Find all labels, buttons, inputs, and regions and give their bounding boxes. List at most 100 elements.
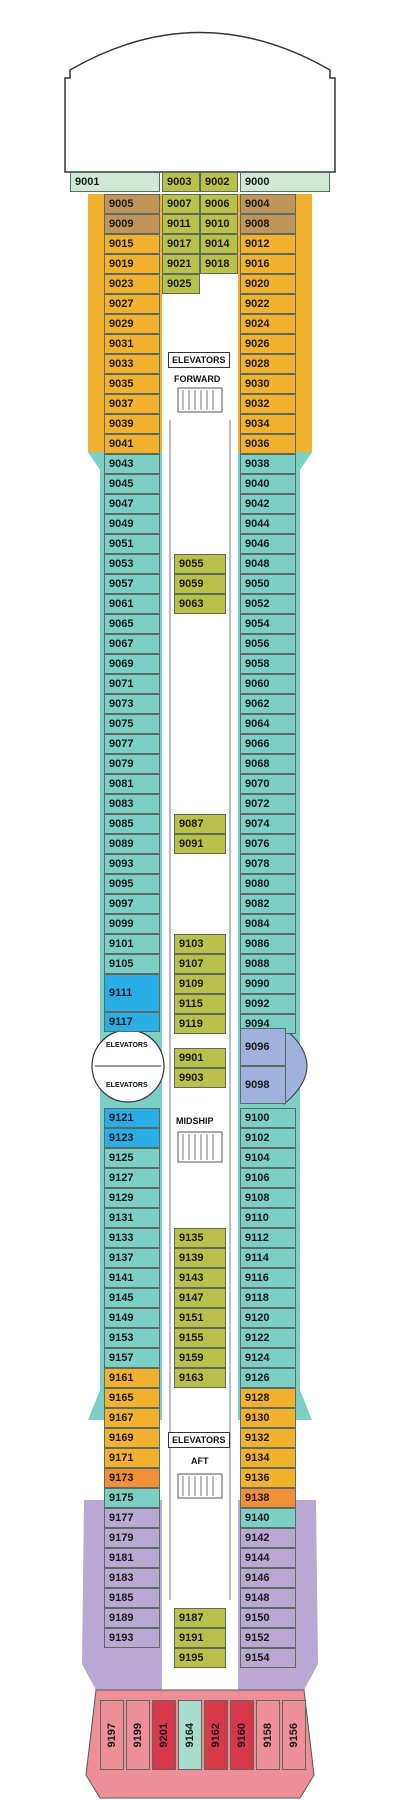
cabin-9003[interactable]: 9003 [162,172,200,192]
cabin-9136[interactable]: 9136 [240,1468,296,1488]
cabin-9064[interactable]: 9064 [240,714,296,734]
cabin-9041[interactable]: 9041 [104,434,160,454]
cabin-9015[interactable]: 9015 [104,234,160,254]
cabin-9137[interactable]: 9137 [104,1248,160,1268]
cabin-9164[interactable]: 9164 [178,1700,202,1770]
cabin-9011[interactable]: 9011 [162,214,200,234]
cabin-9048[interactable]: 9048 [240,554,296,574]
cabin-9063[interactable]: 9063 [174,594,226,614]
cabin-9071[interactable]: 9071 [104,674,160,694]
cabin-9001[interactable]: 9001 [70,172,160,192]
cabin-9125[interactable]: 9125 [104,1148,160,1168]
cabin-9014[interactable]: 9014 [200,234,238,254]
cabin-9044[interactable]: 9044 [240,514,296,534]
cabin-9183[interactable]: 9183 [104,1568,160,1588]
cabin-9058[interactable]: 9058 [240,654,296,674]
cabin-9153[interactable]: 9153 [104,1328,160,1348]
cabin-9195[interactable]: 9195 [174,1648,226,1668]
cabin-9145[interactable]: 9145 [104,1288,160,1308]
cabin-9068[interactable]: 9068 [240,754,296,774]
cabin-9117[interactable]: 9117 [104,1012,160,1032]
cabin-9062[interactable]: 9062 [240,694,296,714]
cabin-9187[interactable]: 9187 [174,1608,226,1628]
cabin-9023[interactable]: 9023 [104,274,160,294]
cabin-9012[interactable]: 9012 [240,234,296,254]
cabin-9036[interactable]: 9036 [240,434,296,454]
cabin-9114[interactable]: 9114 [240,1248,296,1268]
cabin-9161[interactable]: 9161 [104,1368,160,1388]
cabin-9179[interactable]: 9179 [104,1528,160,1548]
cabin-9110[interactable]: 9110 [240,1208,296,1228]
cabin-9002[interactable]: 9002 [200,172,238,192]
cabin-9055[interactable]: 9055 [174,554,226,574]
cabin-9097[interactable]: 9097 [104,894,160,914]
cabin-9098[interactable]: 9098 [240,1066,286,1104]
cabin-9073[interactable]: 9073 [104,694,160,714]
cabin-9075[interactable]: 9075 [104,714,160,734]
cabin-9084[interactable]: 9084 [240,914,296,934]
cabin-9103[interactable]: 9103 [174,934,226,954]
cabin-9085[interactable]: 9085 [104,814,160,834]
cabin-9140[interactable]: 9140 [240,1508,296,1528]
cabin-9106[interactable]: 9106 [240,1168,296,1188]
cabin-9005[interactable]: 9005 [104,194,160,214]
cabin-9157[interactable]: 9157 [104,1348,160,1368]
cabin-9109[interactable]: 9109 [174,974,226,994]
cabin-9901[interactable]: 9901 [174,1048,226,1068]
cabin-9903[interactable]: 9903 [174,1068,226,1088]
cabin-9139[interactable]: 9139 [174,1248,226,1268]
cabin-9079[interactable]: 9079 [104,754,160,774]
cabin-9008[interactable]: 9008 [240,214,296,234]
cabin-9043[interactable]: 9043 [104,454,160,474]
cabin-9193[interactable]: 9193 [104,1628,160,1648]
cabin-9006[interactable]: 9006 [200,194,238,214]
cabin-9104[interactable]: 9104 [240,1148,296,1168]
cabin-9057[interactable]: 9057 [104,574,160,594]
cabin-9149[interactable]: 9149 [104,1308,160,1328]
cabin-9030[interactable]: 9030 [240,374,296,394]
cabin-9100[interactable]: 9100 [240,1108,296,1128]
cabin-9047[interactable]: 9047 [104,494,160,514]
cabin-9107[interactable]: 9107 [174,954,226,974]
cabin-9095[interactable]: 9095 [104,874,160,894]
cabin-9027[interactable]: 9027 [104,294,160,314]
cabin-9201[interactable]: 9201 [152,1700,176,1770]
cabin-9046[interactable]: 9046 [240,534,296,554]
cabin-9077[interactable]: 9077 [104,734,160,754]
cabin-9131[interactable]: 9131 [104,1208,160,1228]
cabin-9102[interactable]: 9102 [240,1128,296,1148]
cabin-9127[interactable]: 9127 [104,1168,160,1188]
cabin-9138[interactable]: 9138 [240,1488,296,1508]
cabin-9130[interactable]: 9130 [240,1408,296,1428]
cabin-9181[interactable]: 9181 [104,1548,160,1568]
cabin-9042[interactable]: 9042 [240,494,296,514]
cabin-9173[interactable]: 9173 [104,1468,160,1488]
cabin-9066[interactable]: 9066 [240,734,296,754]
cabin-9060[interactable]: 9060 [240,674,296,694]
cabin-9007[interactable]: 9007 [162,194,200,214]
cabin-9037[interactable]: 9037 [104,394,160,414]
cabin-9088[interactable]: 9088 [240,954,296,974]
cabin-9081[interactable]: 9081 [104,774,160,794]
cabin-9089[interactable]: 9089 [104,834,160,854]
cabin-9150[interactable]: 9150 [240,1608,296,1628]
cabin-9133[interactable]: 9133 [104,1228,160,1248]
cabin-9052[interactable]: 9052 [240,594,296,614]
cabin-9141[interactable]: 9141 [104,1268,160,1288]
cabin-9134[interactable]: 9134 [240,1448,296,1468]
cabin-9061[interactable]: 9061 [104,594,160,614]
cabin-9025[interactable]: 9025 [162,274,200,294]
cabin-9019[interactable]: 9019 [104,254,160,274]
cabin-9189[interactable]: 9189 [104,1608,160,1628]
cabin-9132[interactable]: 9132 [240,1428,296,1448]
cabin-9105[interactable]: 9105 [104,954,160,974]
cabin-9135[interactable]: 9135 [174,1228,226,1248]
cabin-9152[interactable]: 9152 [240,1628,296,1648]
cabin-9078[interactable]: 9078 [240,854,296,874]
cabin-9126[interactable]: 9126 [240,1368,296,1388]
cabin-9155[interactable]: 9155 [174,1328,226,1348]
cabin-9160[interactable]: 9160 [230,1700,254,1770]
cabin-9076[interactable]: 9076 [240,834,296,854]
cabin-9191[interactable]: 9191 [174,1628,226,1648]
cabin-9185[interactable]: 9185 [104,1588,160,1608]
